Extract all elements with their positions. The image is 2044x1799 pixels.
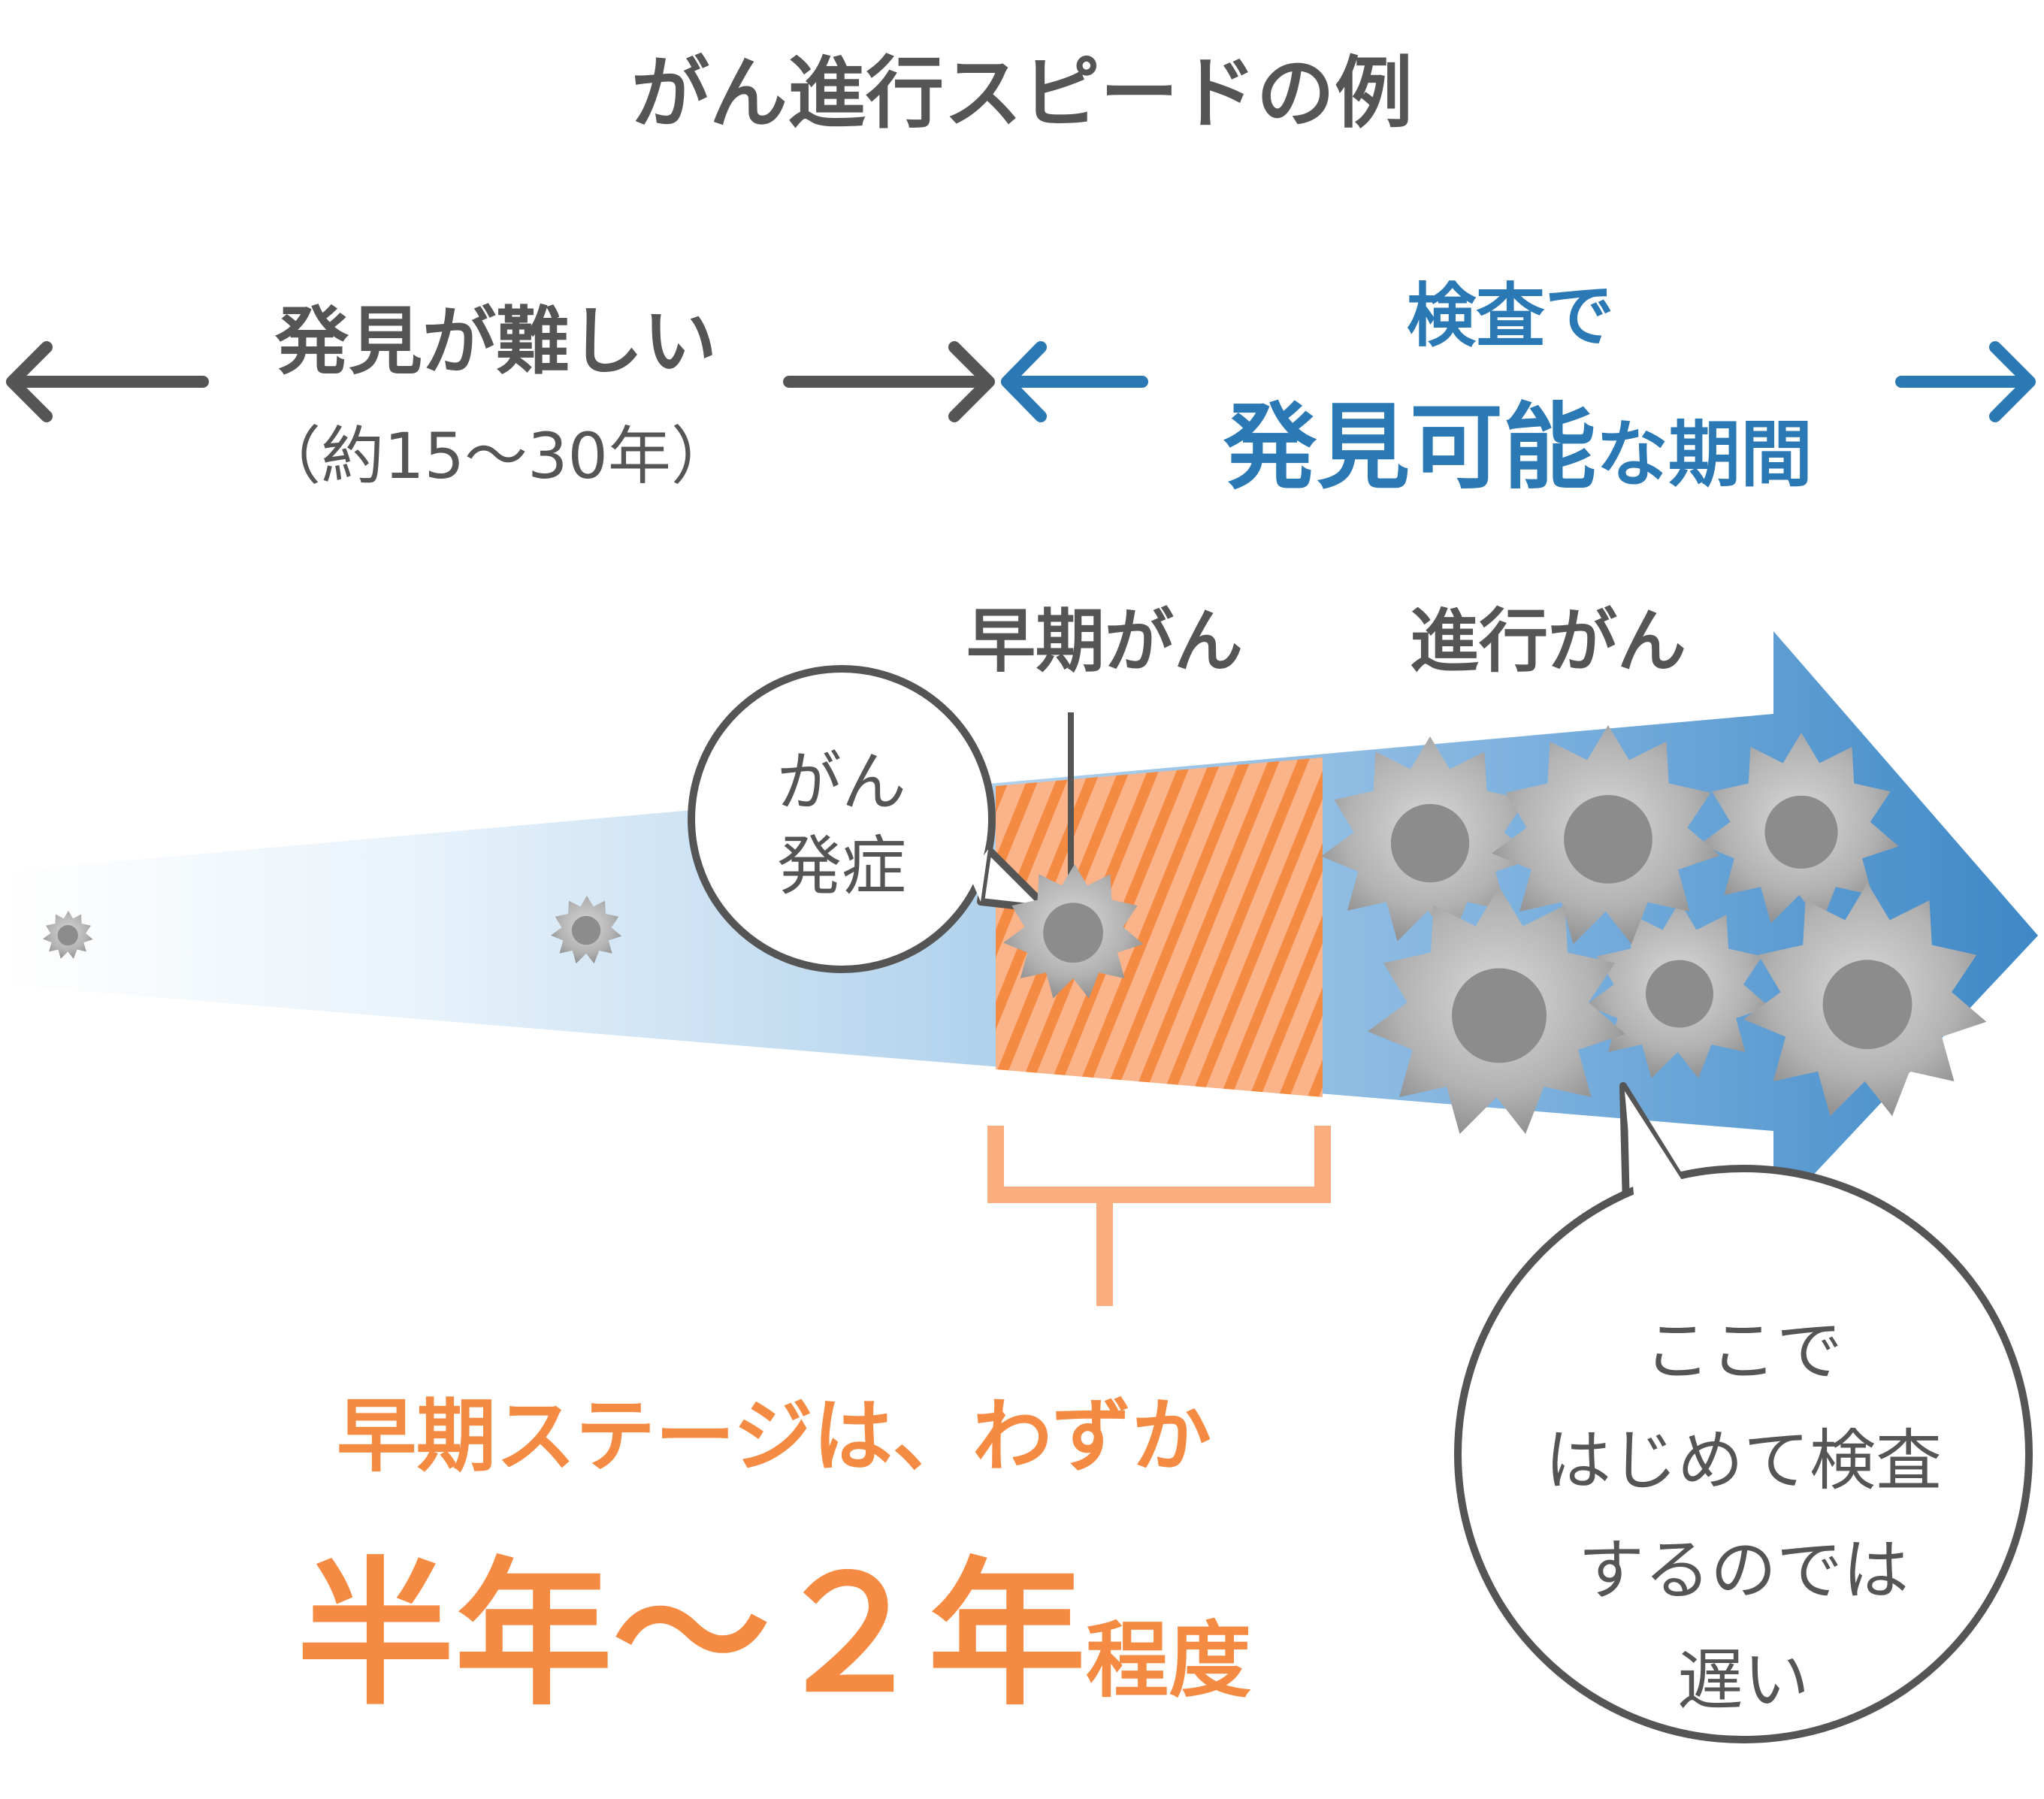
early-stage-zone	[996, 757, 1323, 1097]
late-bubble-line1: ここで	[1644, 1312, 1843, 1389]
advanced-cancer-cell-2	[1700, 733, 1899, 924]
right-period-emphasis: 発見可能	[1223, 394, 1596, 502]
early-cancer-cell	[1003, 864, 1144, 999]
right-period-label-line2: 発見可能な期間	[1223, 394, 1813, 502]
tiny-cell-1	[43, 911, 93, 959]
diagram-title: がん進行スピードの例	[631, 47, 1413, 139]
early-stage-label: 早期がん	[966, 601, 1243, 682]
advanced-cancer-cell-5	[1743, 883, 1987, 1117]
early-stage-note-line1: 早期ステージは、わずか	[337, 1390, 1211, 1483]
left-period-sublabel: （約15〜30年）	[258, 419, 734, 493]
early-stage-duration-suffix: 程度	[1086, 1613, 1251, 1709]
late-bubble-line3: するのでは	[1578, 1531, 1909, 1609]
onset-bubble-line1: がん	[777, 745, 906, 820]
left-period-label: 発見が難しい	[274, 299, 717, 385]
right-period-arrow	[1001, 341, 2036, 422]
late-bubble-line2: はじめて検査	[1545, 1422, 1942, 1499]
tiny-cell-2	[551, 896, 622, 964]
early-stage-duration: 半年〜２年	[297, 1543, 1086, 1727]
onset-bubble-line2: 発症	[777, 829, 906, 904]
advanced-cancer-cell-1	[1321, 736, 1535, 942]
onset-speech-bubble	[688, 665, 1052, 973]
left-period-arrow	[6, 341, 995, 422]
advanced-stage-label: 進行がん	[1410, 601, 1686, 682]
right-period-rest: な期間	[1596, 413, 1813, 497]
late-detection-speech-bubble	[1454, 1082, 2033, 1743]
early-stage-note-line2: 半年〜２年程度	[297, 1543, 1251, 1727]
advanced-cancer-cell-3	[1586, 902, 1770, 1078]
advanced-cancer-cell-4	[1492, 725, 1720, 945]
right-period-label-line1: 検査で	[1407, 276, 1614, 356]
early-stage-bracket	[987, 1126, 1331, 1306]
advanced-cancer-cell-6	[1368, 887, 1625, 1134]
late-bubble-line4: 遅い	[1677, 1641, 1810, 1719]
